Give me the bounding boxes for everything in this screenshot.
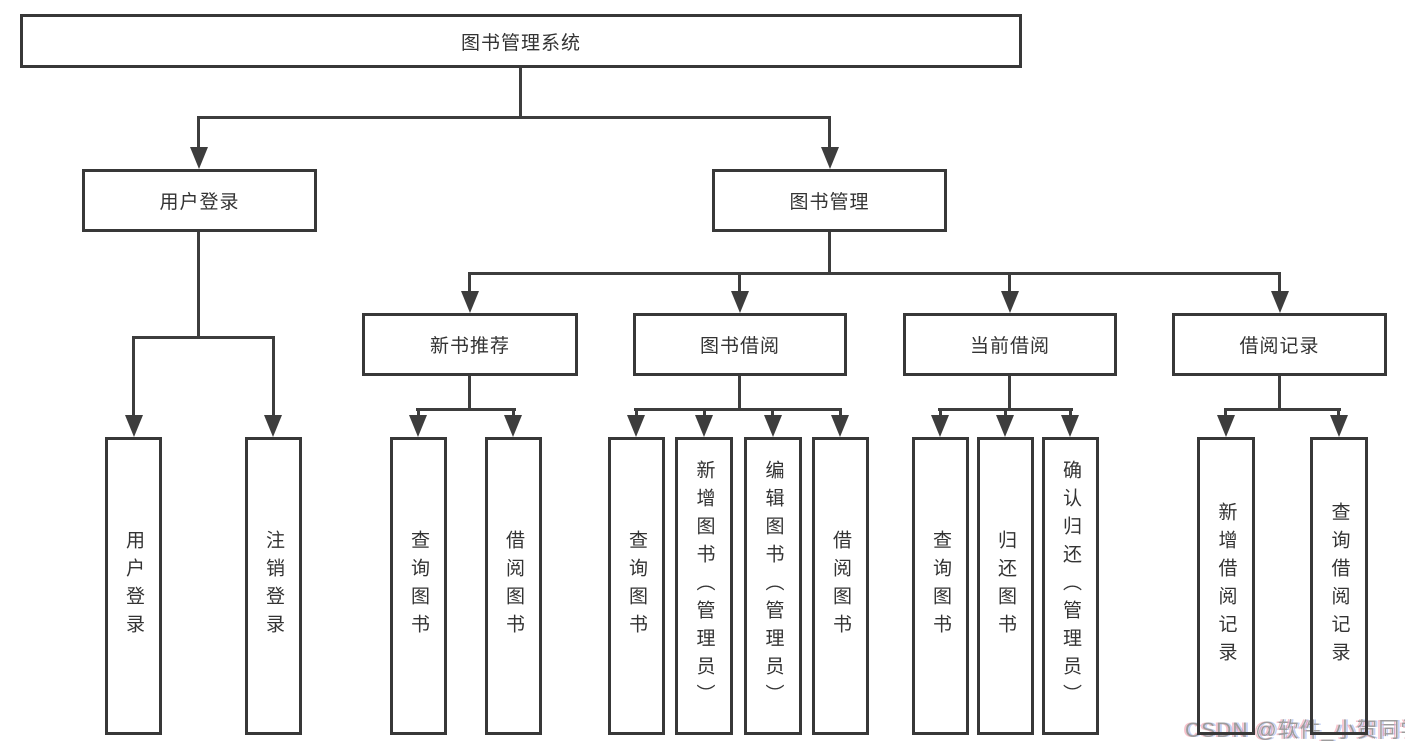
leaf-label: 归还图书 [995, 530, 1016, 642]
leaf-query-books-borrowing: 查询图书 [608, 437, 665, 735]
leaf-label: 编辑图书（管理员） [762, 460, 784, 712]
connector-line [771, 408, 774, 418]
leaf-label: 确认归还（管理员） [1060, 460, 1081, 712]
connector-line [416, 408, 516, 411]
leaf-query-books-recommend: 查询图书 [390, 437, 447, 735]
connector-line [828, 116, 831, 150]
node-label: 图书管理 [789, 192, 870, 213]
leaf-label: 查询图书 [408, 530, 429, 642]
connector-arrow [821, 147, 839, 169]
connector-line [132, 336, 135, 417]
node-label: 用户登录 [159, 192, 240, 213]
leaf-borrow-books-recommend: 借阅图书 [485, 437, 542, 735]
leaf-label: 查询图书 [626, 530, 647, 642]
connector-line [1278, 376, 1281, 409]
connector-arrow [190, 147, 208, 169]
connector-line [197, 116, 200, 150]
leaf-label: 新增图书（管理员） [693, 460, 715, 712]
connector-line [512, 408, 515, 418]
connector-line [468, 376, 471, 409]
node-book-management: 图书管理 [712, 169, 947, 232]
node-label: 图书借阅 [699, 336, 780, 357]
connector-line [738, 272, 741, 292]
connector-arrow [1271, 291, 1289, 313]
leaf-label: 查询图书 [930, 530, 951, 642]
node-label: 图书管理系统 [460, 32, 581, 54]
leaf-label: 借阅图书 [503, 530, 524, 642]
connector-arrow [1061, 415, 1079, 437]
node-label: 借阅记录 [1239, 336, 1320, 357]
node-library-management-system: 图书管理系统 [20, 14, 1022, 68]
node-current-borrowing: 当前借阅 [903, 313, 1117, 376]
connector-line [703, 408, 706, 418]
node-label: 新书推荐 [429, 336, 510, 357]
connector-arrow [1330, 415, 1348, 437]
connector-line [634, 408, 842, 411]
connector-line [839, 408, 842, 418]
connector-line [197, 232, 200, 338]
leaf-user-login: 用户登录 [105, 437, 162, 735]
connector-line [132, 336, 275, 339]
connector-arrow [931, 415, 949, 437]
connector-arrow [627, 415, 645, 437]
connector-line [197, 116, 831, 119]
connector-line [1069, 408, 1072, 418]
leaf-label: 注销登录 [263, 530, 284, 642]
leaf-query-books-current: 查询图书 [912, 437, 969, 735]
connector-line [468, 272, 1281, 275]
leaf-label: 新增借阅记录 [1215, 502, 1237, 670]
connector-arrow [831, 415, 849, 437]
connector-arrow [504, 415, 522, 437]
connector-line [635, 408, 638, 418]
leaf-label: 借阅图书 [830, 530, 851, 642]
leaf-label: 用户登录 [123, 530, 144, 642]
node-borrowing-records: 借阅记录 [1172, 313, 1387, 376]
connector-line [1337, 408, 1340, 418]
node-new-book-recommendation: 新书推荐 [362, 313, 578, 376]
connector-arrow [695, 415, 713, 437]
connector-line [1224, 408, 1341, 411]
connector-line [468, 272, 471, 292]
connector-line [738, 376, 741, 409]
connector-arrow [996, 415, 1014, 437]
leaf-query-borrow-record: 查询借阅记录 [1310, 437, 1368, 735]
connector-arrow [1217, 415, 1235, 437]
connector-arrow [409, 415, 427, 437]
connector-line [417, 408, 420, 418]
connector-arrow [264, 415, 282, 437]
csdn-watermark: CSDN @软件_小贺同学 [1185, 719, 1405, 742]
leaf-confirm-return-admin: 确认归还（管理员） [1042, 437, 1099, 735]
leaf-label: 查询借阅记录 [1328, 502, 1350, 670]
node-user-login: 用户登录 [82, 169, 317, 232]
connector-arrow [461, 291, 479, 313]
leaf-add-borrow-record: 新增借阅记录 [1197, 437, 1255, 735]
leaf-return-book: 归还图书 [977, 437, 1034, 735]
connector-line [1224, 408, 1227, 418]
connector-line [1008, 272, 1011, 292]
leaf-add-book-admin: 新增图书（管理员） [675, 437, 733, 735]
connector-line [519, 68, 522, 118]
connector-line [828, 232, 831, 274]
connector-arrow [1001, 291, 1019, 313]
connector-arrow [125, 415, 143, 437]
connector-arrow [731, 291, 749, 313]
connector-arrow [764, 415, 782, 437]
connector-line [272, 336, 275, 417]
connector-line [1008, 376, 1011, 409]
connector-line [1004, 408, 1007, 418]
leaf-edit-book-admin: 编辑图书（管理员） [744, 437, 802, 735]
node-label: 当前借阅 [969, 336, 1050, 357]
leaf-borrow-books-borrowing: 借阅图书 [812, 437, 869, 735]
connector-line [939, 408, 942, 418]
node-book-borrowing: 图书借阅 [633, 313, 847, 376]
connector-line [1278, 272, 1281, 292]
leaf-logout: 注销登录 [245, 437, 302, 735]
